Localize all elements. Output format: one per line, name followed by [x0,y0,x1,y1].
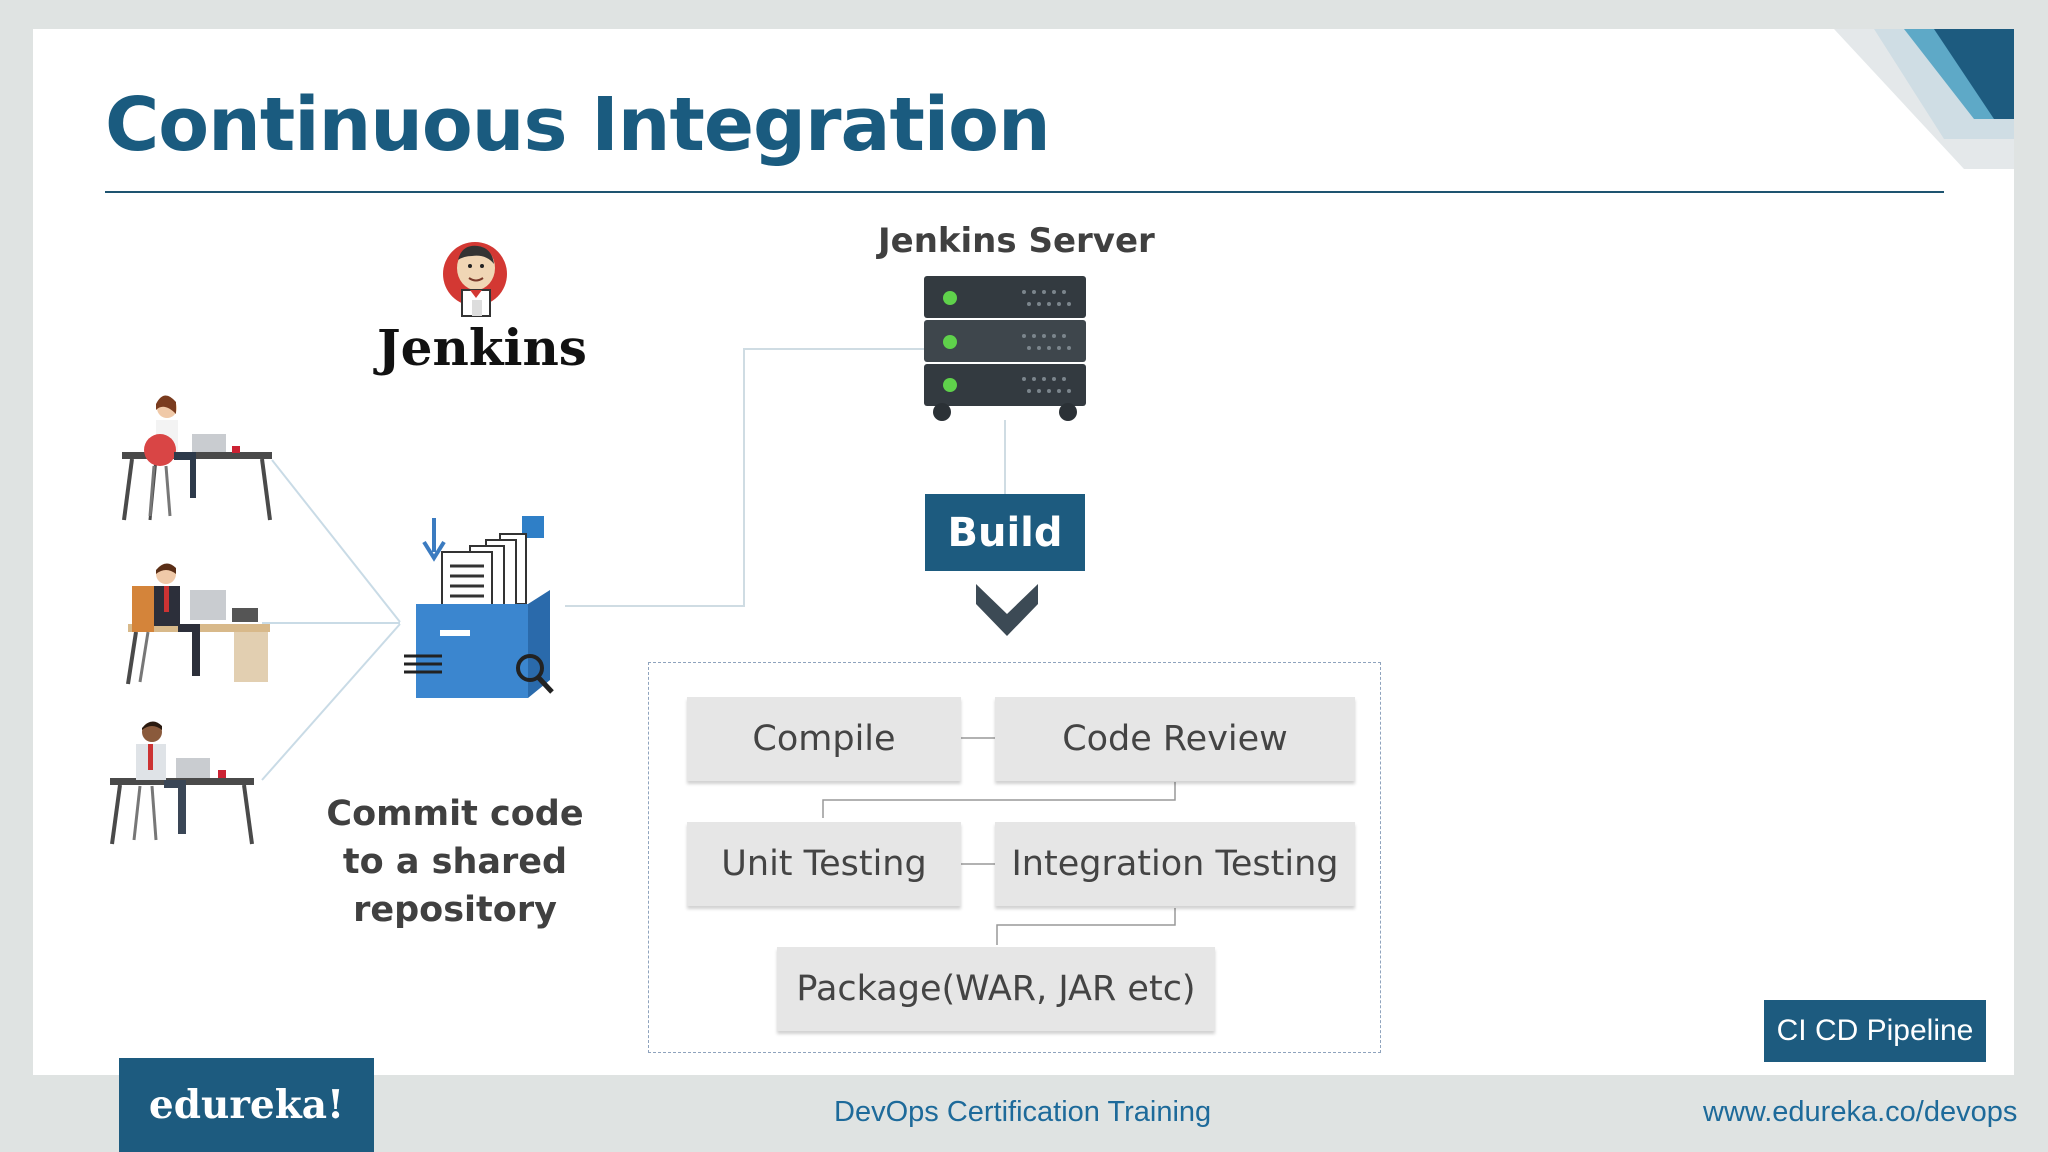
page-title: Continuous Integration [105,82,1051,168]
jenkins-logo-text: Jenkins [377,318,587,377]
stage-compile: Compile [687,697,961,781]
server-label: Jenkins Server [878,221,1155,261]
jenkins-logo-icon [443,242,507,317]
stage-integration-testing: Integration Testing [995,822,1355,906]
caption-line-3: repository [353,890,557,930]
chevron-down-icon [976,584,1038,636]
title-divider [105,191,1944,193]
footer-url[interactable]: www.edureka.co/devops [1703,1096,2018,1128]
stage-package: Package(WAR, JAR etc) [777,947,1215,1031]
repository-caption: Commit code to a shared repository [320,790,590,934]
developer-icon [122,395,272,521]
cicd-badge: CI CD Pipeline [1764,1000,1986,1062]
course-name: DevOps Certification Training [834,1096,1212,1128]
stage-unit-testing: Unit Testing [687,822,961,906]
server-icon [924,276,1086,421]
developer-icon [110,721,254,845]
build-box: Build [925,494,1085,571]
caption-line-1: Commit code [326,794,584,834]
pipeline-stages-frame [648,662,1381,1053]
corner-decoration-icon [1834,29,2014,169]
developer-icon [126,563,270,685]
caption-line-2: to a shared [342,842,568,882]
stage-code-review: Code Review [995,697,1355,781]
repository-icon [404,516,554,698]
edureka-logo: edureka! [119,1058,374,1152]
